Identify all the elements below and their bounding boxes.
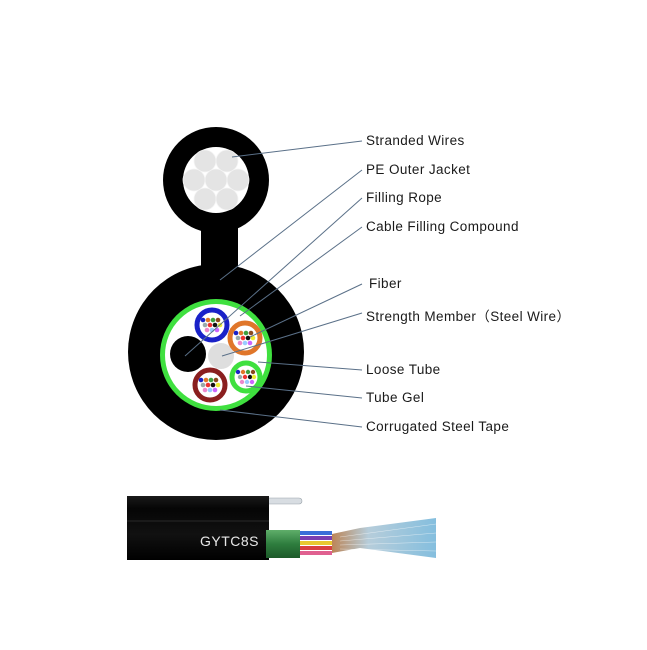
label-strength-member: Strength Member（Steel Wire）: [366, 309, 571, 324]
stranded-wires-shape: [182, 149, 250, 211]
filling-rope-shape: [170, 336, 206, 372]
leader-tube-gel: [245, 385, 363, 399]
label-filling-rope: Filling Rope: [366, 190, 443, 205]
strength-member-shape: [208, 343, 234, 369]
leader-lines: [184, 140, 363, 428]
fiber-fan: [332, 518, 436, 558]
label-pe-outer-jacket: PE Outer Jacket: [366, 162, 471, 177]
leader-pe-outer-jacket: [219, 169, 363, 281]
leader-fiber: [249, 283, 363, 338]
main-cable-group: [128, 264, 304, 440]
leader-filling-rope: [184, 197, 363, 357]
label-tube-gel: Tube Gel: [366, 390, 425, 405]
messenger-wire-group: [163, 127, 269, 233]
fibers-brown-tube: [198, 377, 221, 393]
fibers-green-tube: [235, 369, 257, 385]
leader-strength-member: [221, 312, 363, 357]
leader-stranded-wires: [231, 140, 363, 158]
cable-print-text: GYTC8S: [200, 533, 259, 549]
label-cable-filling-compound: Cable Filling Compound: [366, 219, 519, 234]
label-loose-tube: Loose Tube: [366, 362, 441, 377]
leader-loose-tube: [257, 361, 363, 371]
steel-tape-segment: [266, 530, 300, 558]
label-corrugated-steel-tape: Corrugated Steel Tape: [366, 419, 510, 434]
fibers-orange-tube: [233, 330, 256, 346]
leader-cable-filling-compound: [239, 226, 363, 317]
label-fiber: Fiber: [369, 276, 402, 291]
label-stranded-wires: Stranded Wires: [366, 133, 465, 148]
messenger-wire-stub: [263, 497, 303, 505]
leader-corrugated-steel-tape: [219, 409, 363, 428]
cable-jacket: [127, 496, 269, 560]
cable-photo: GYTC8S: [127, 496, 437, 560]
